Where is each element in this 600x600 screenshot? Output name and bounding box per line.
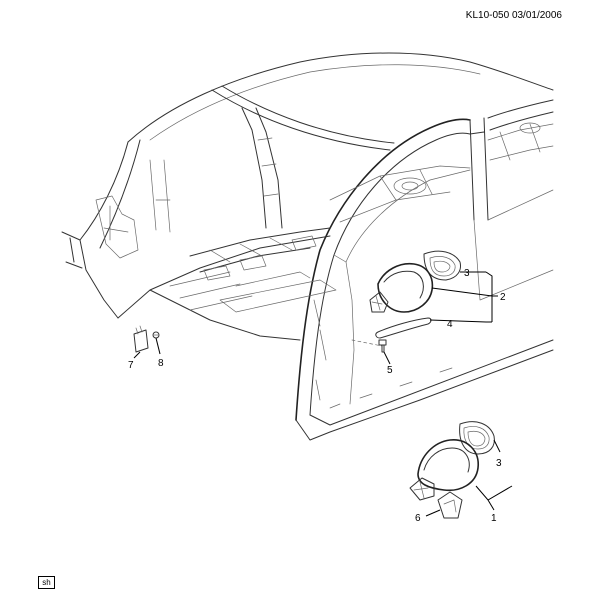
windshield-frame [211,85,395,151]
part-5-screw [378,339,387,353]
spare-well-inner [401,181,419,191]
callout-8: 8 [158,358,164,369]
part-7-bracket [133,325,149,353]
part-2-lower-mirror [409,439,479,501]
door-frame-inner [309,132,471,416]
drawing-number: KL10-050 [465,10,510,21]
sheet-badge: sh [38,576,55,589]
part-3-lower-gasket [459,421,495,455]
roof-outline [127,52,554,143]
callout-3-lower: 3 [496,458,502,469]
part-8-clip [152,331,160,339]
rear-floor [329,165,471,223]
door-body-shade [313,299,327,401]
door-frame-front [295,118,471,421]
roof-inner-line [149,64,481,141]
part-6-cover [437,491,463,519]
rear-hole [519,122,541,134]
front-body-left [61,231,119,319]
floor-crossmember [219,271,337,313]
door-opening [333,254,355,405]
callout-5: 5 [387,365,393,376]
callout-7: 7 [128,360,134,371]
drawing-reference: KL10-050 03/01/2006 [466,10,562,21]
front-hinge-area [95,195,139,259]
inner-pillar-left [149,159,171,233]
floor-tunnel [189,227,331,273]
b-pillar-center [241,107,283,229]
callout-3-upper: 3 [464,268,470,279]
rear-interior [487,123,554,161]
door-opening-2 [345,169,471,263]
leader-lines [133,271,513,517]
part-2-upper-mirror [369,262,434,313]
callout-labels: 1 2 3 3 4 5 6 7 8 [128,268,506,524]
b-pillar-detail [257,137,279,197]
part-4-trim-strip [375,317,432,339]
spare-well [393,177,427,195]
a-pillar-left [79,139,141,249]
callout-4: 4 [447,319,453,330]
callout-1: 1 [491,513,497,524]
floor-pan-outline [117,235,331,341]
rocker-panel [295,339,554,441]
door-hinge-guide [351,339,383,347]
vehicle-body [61,52,554,441]
callout-2: 2 [500,292,506,303]
b-pillar-right [469,117,489,221]
rear-window-frame [487,99,554,131]
floor-ribs [169,237,293,311]
drawing-date: 03/01/2006 [511,10,562,21]
rear-door-outline [473,189,554,301]
sill-detail [329,367,453,409]
callout-6: 6 [415,513,421,524]
seat-mounts [203,235,317,281]
